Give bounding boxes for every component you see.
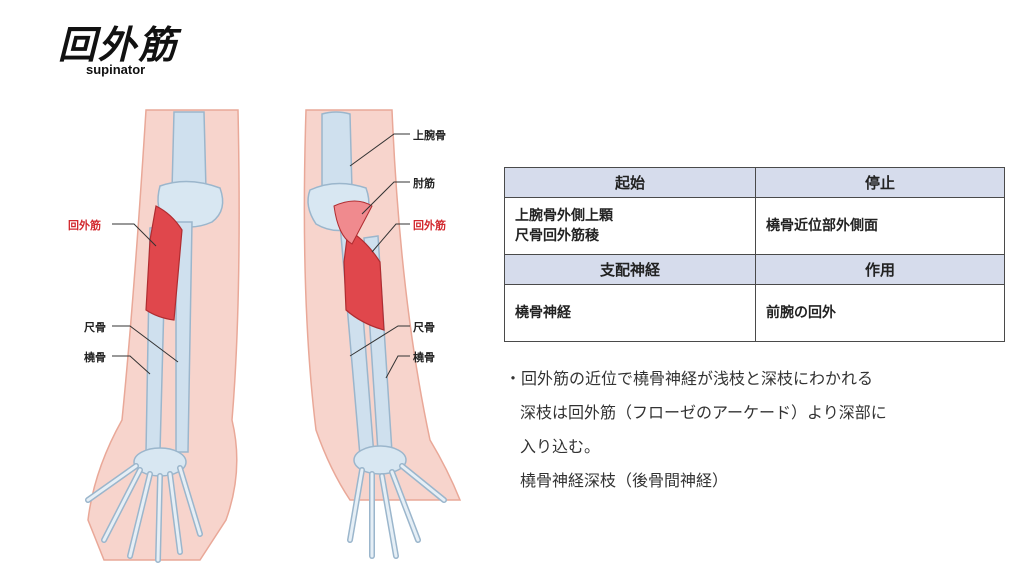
table-row: 上腕骨外側上顆 尺骨回外筋稜 橈骨近位部外側面 xyxy=(504,197,1005,255)
table-header-row: 起始 停止 xyxy=(504,167,1005,198)
left-label-radius: 橈骨 xyxy=(84,351,106,364)
left-supinator-muscle xyxy=(145,205,183,321)
cell-innervation: 橈骨神経 xyxy=(504,284,756,342)
left-ulna xyxy=(175,221,193,453)
muscle-info-table: 起始 停止 上腕骨外側上顆 尺骨回外筋稜 橈骨近位部外側面 支配神経 作用 橈骨… xyxy=(504,167,1005,342)
origin-line-2: 尺骨回外筋稜 xyxy=(515,228,599,244)
right-arm-figure xyxy=(303,109,462,559)
left-arm-figure xyxy=(85,109,240,563)
page-subtitle: supinator xyxy=(86,62,146,77)
table-row: 橈骨神経 前腕の回外 xyxy=(504,284,1005,342)
cell-insertion: 橈骨近位部外側面 xyxy=(755,197,1005,255)
left-humerus xyxy=(171,111,207,191)
notes-block: ・回外筋の近位で橈骨神経が浅枝と深枝にわかれる 深枝は回外筋（フローゼのアーケー… xyxy=(505,362,887,498)
note-line: 深枝は回外筋（フローゼのアーケード）より深部に xyxy=(520,403,887,422)
right-supinator-muscle xyxy=(343,229,385,331)
origin-line-1: 上腕骨外側上顆 xyxy=(515,208,613,224)
left-label-supinator: 回外筋 xyxy=(68,219,101,232)
header-innervation: 支配神経 xyxy=(504,254,756,285)
cell-action: 前腕の回外 xyxy=(755,284,1005,342)
right-humerus xyxy=(321,111,353,193)
header-insertion: 停止 xyxy=(755,167,1005,198)
table-header-row: 支配神経 作用 xyxy=(504,254,1005,285)
right-label-radius: 橈骨 xyxy=(413,351,435,364)
right-anconeus-muscle xyxy=(333,200,373,245)
cell-origin: 上腕骨外側上顆 尺骨回外筋稜 xyxy=(504,197,756,255)
right-label-humerus: 上腕骨 xyxy=(413,129,446,142)
right-label-ulna: 尺骨 xyxy=(413,321,435,334)
note-line: 橈骨神経深枝（後骨間神経） xyxy=(520,471,729,490)
right-label-anconeus: 肘筋 xyxy=(413,177,435,190)
header-origin: 起始 xyxy=(504,167,756,198)
right-label-supinator: 回外筋 xyxy=(413,219,446,232)
header-action: 作用 xyxy=(755,254,1005,285)
note-line: ・回外筋の近位で橈骨神経が浅枝と深枝にわかれる xyxy=(505,369,874,388)
page-title: 回外筋 xyxy=(58,23,179,67)
note-line: 入り込む。 xyxy=(520,437,601,456)
left-label-ulna: 尺骨 xyxy=(84,321,106,334)
